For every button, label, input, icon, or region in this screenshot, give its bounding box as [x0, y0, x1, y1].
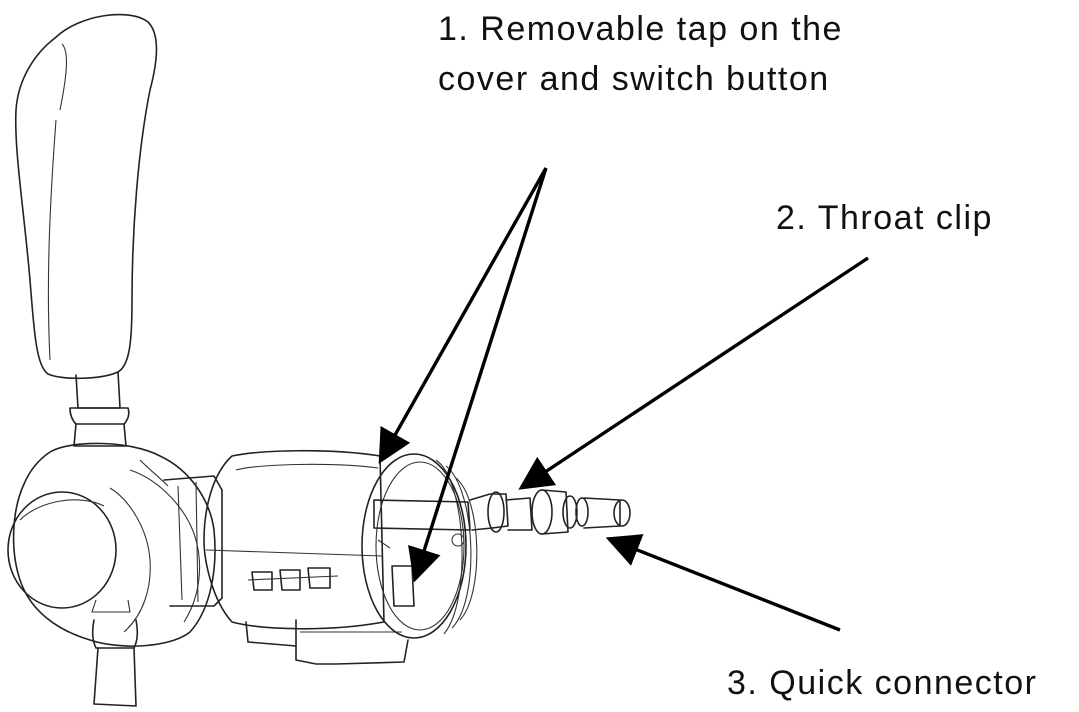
callout-quick-connector: 3. Quick connector — [727, 664, 1038, 702]
arrow-switch-button — [408, 167, 548, 583]
callout-throat-clip: 2. Throat clip — [776, 199, 993, 237]
handle-stem — [69, 371, 130, 447]
spout — [91, 619, 139, 707]
callout-arrows — [378, 167, 869, 632]
quick-connector — [531, 489, 631, 535]
arrow-cover — [378, 167, 548, 464]
tap-handle — [14, 13, 158, 380]
arrow-throat-clip — [518, 256, 869, 490]
arrow-quick-connector — [605, 534, 841, 632]
callout-removable-tap: 1. Removable tap on the cover and switch… — [438, 4, 843, 104]
tap-body — [7, 442, 216, 647]
collar — [163, 475, 223, 607]
callout-removable-tap-line2: cover and switch button — [438, 60, 830, 98]
main-housing — [203, 449, 409, 665]
removable-cover — [361, 453, 478, 639]
callout-removable-tap-line1: 1. Removable tap on the — [438, 10, 843, 48]
throat-clip — [469, 491, 533, 533]
